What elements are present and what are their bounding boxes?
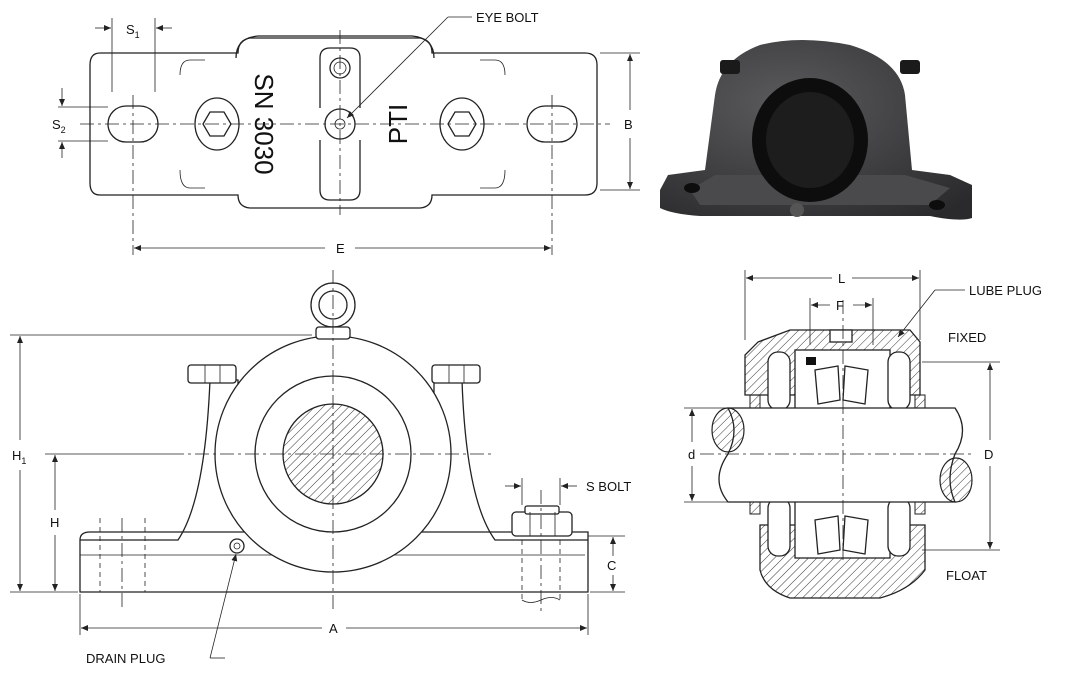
l-label: L xyxy=(838,271,845,286)
s-bolt-label: S BOLT xyxy=(586,479,631,494)
eye-bolt-label: EYE BOLT xyxy=(476,10,539,25)
c-label: C xyxy=(607,558,616,573)
top-view: SN 3030 PTI S1 S2 B E EYE BOLT xyxy=(52,10,640,256)
e-label: E xyxy=(336,241,345,256)
d-small-label: d xyxy=(688,447,695,462)
section-view: L F LUBE PLUG FIXED FLOAT d D xyxy=(684,270,1042,599)
fixed-label: FIXED xyxy=(948,330,986,345)
d-large-label: D xyxy=(984,447,993,462)
h1-label: H1 xyxy=(12,448,26,466)
float-label: FLOAT xyxy=(946,568,987,583)
lube-plug-label: LUBE PLUG xyxy=(969,283,1042,298)
drain-plug-label: DRAIN PLUG xyxy=(86,651,165,666)
s2-label: S2 xyxy=(52,117,66,135)
a-label: A xyxy=(329,621,338,636)
product-photo xyxy=(660,40,972,220)
front-view: H1 H C S BOLT A DRAIN PLUG xyxy=(10,270,631,666)
brand-marking: PTI xyxy=(383,104,413,144)
s1-label: S1 xyxy=(126,22,140,40)
housing-marking: SN 3030 xyxy=(249,73,279,174)
h-label: H xyxy=(50,515,59,530)
f-label: F xyxy=(836,298,844,313)
b-label: B xyxy=(624,117,633,132)
